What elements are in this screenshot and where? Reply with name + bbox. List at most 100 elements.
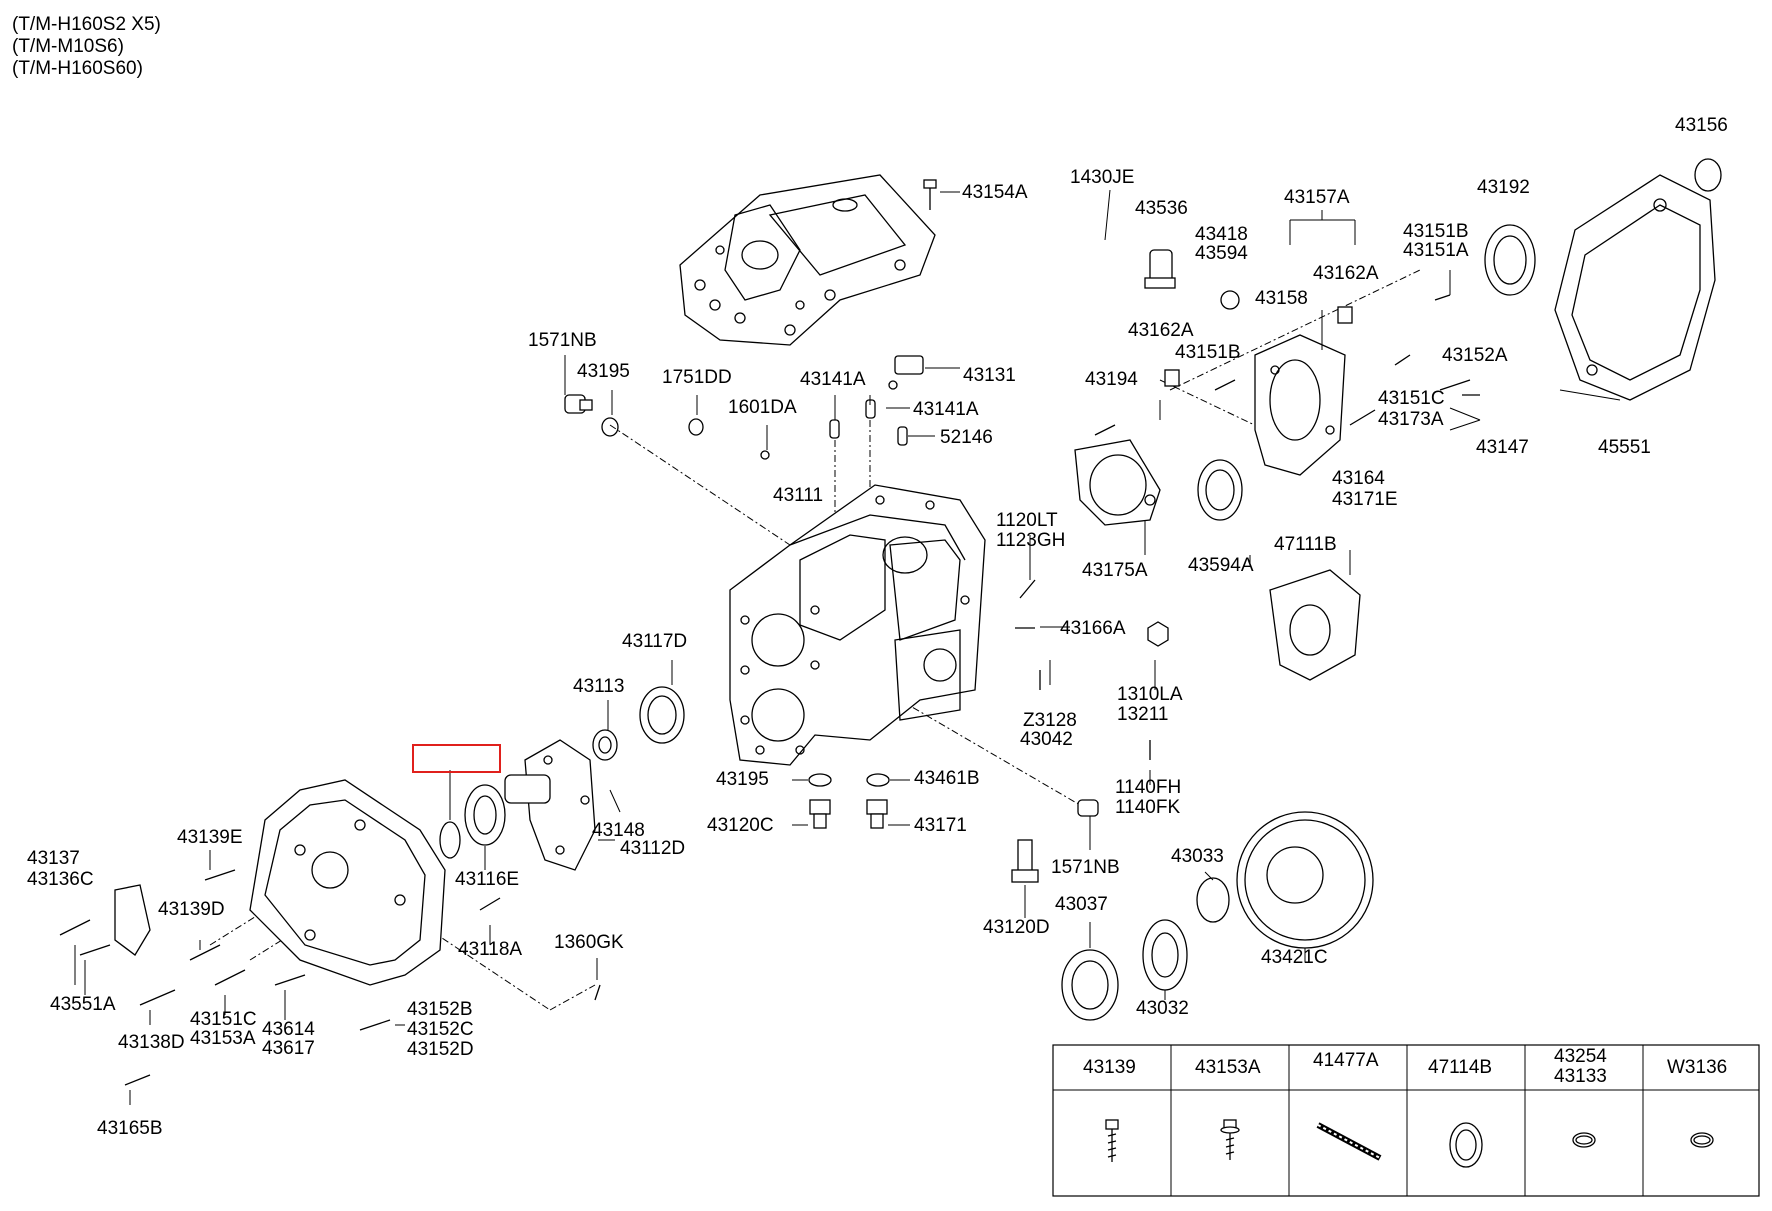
bolt-43154a[interactable]	[923, 179, 937, 210]
ball-1601da[interactable]	[760, 450, 770, 460]
nut-1310la[interactable]	[1147, 621, 1169, 647]
dowel-43141a-1[interactable]	[829, 419, 840, 439]
snap-ring-43033[interactable]	[1196, 877, 1230, 923]
callout-43152c: 43152C	[407, 1019, 474, 1040]
washer-43195[interactable]	[601, 417, 619, 437]
callout-43171e: 43171E	[1332, 489, 1398, 510]
callout-43151b: 43151B	[1403, 221, 1469, 242]
callout-43032: 43032	[1136, 998, 1189, 1019]
callout-43147: 43147	[1476, 437, 1529, 458]
spring-pin-icon	[1316, 1122, 1382, 1161]
plug-43120c[interactable]	[809, 799, 831, 829]
front-cover-43112d[interactable]	[504, 739, 596, 871]
callout-43536: 43536	[1135, 198, 1188, 219]
callout-43037: 43037	[1055, 894, 1108, 915]
callout-43131: 43131	[963, 365, 1016, 386]
gear-43421c[interactable]	[1236, 811, 1374, 949]
plug-1571nb-b[interactable]	[1077, 799, 1099, 817]
callout-1751dd: 1751DD	[662, 367, 732, 388]
callout-43137: 43137	[27, 848, 80, 869]
seal-43144a[interactable]	[439, 821, 461, 859]
plug-1571nb[interactable]	[564, 394, 593, 414]
callout-labels[interactable]: 43154A 1430JE 43536 43418 43594 43157A 4…	[27, 115, 1728, 1139]
callout-43113: 43113	[573, 676, 624, 697]
callout-43139d: 43139D	[158, 899, 225, 920]
callout-43614: 43614	[262, 1019, 315, 1040]
bearing-43032[interactable]	[1142, 919, 1188, 991]
seal-43116e[interactable]	[464, 784, 506, 846]
seal-43117d[interactable]	[639, 686, 685, 744]
callout-43139e: 43139E	[177, 827, 243, 848]
callout-43117d: 43117D	[622, 631, 687, 652]
legend-col-w3136: W3136	[1667, 1057, 1727, 1078]
bell-housing[interactable]	[249, 779, 446, 986]
seal-43594a[interactable]	[1197, 459, 1243, 521]
callout-43151c-b: 43151C	[190, 1009, 257, 1030]
callout-43136c: 43136C	[27, 869, 94, 890]
flange-bolt-icon	[1220, 1119, 1240, 1160]
callout-43173a: 43173A	[1378, 409, 1444, 430]
snap-ring-43156[interactable]	[1694, 158, 1722, 192]
callout-43195-b: 43195	[716, 769, 769, 790]
callout-43156: 43156	[1675, 115, 1728, 136]
plug-43162a[interactable]	[1337, 306, 1353, 324]
callout-43141a: 43141A	[800, 369, 866, 390]
pto-47111b[interactable]	[1269, 569, 1361, 681]
callout-43195: 43195	[577, 361, 630, 382]
callout-43154a: 43154A	[962, 182, 1028, 203]
legend-col-43139: 43139	[1083, 1057, 1136, 1078]
small-bolts[interactable]	[59, 294, 1480, 1086]
callout-43153a: 43153A	[190, 1028, 256, 1049]
seal-43192[interactable]	[1484, 224, 1536, 296]
callout-43152b: 43152B	[407, 999, 473, 1020]
model-label-3: (T/M-H160S60)	[12, 58, 143, 79]
pin-52146[interactable]	[897, 426, 908, 446]
bush-43418[interactable]	[1220, 290, 1240, 310]
extension-housing-43175a[interactable]	[1074, 439, 1161, 526]
callout-43148: 43148	[592, 820, 645, 841]
callout-43157a: 43157A	[1284, 187, 1350, 208]
shift-cover-assembly[interactable]	[679, 174, 936, 346]
bearing-43037[interactable]	[1061, 949, 1119, 1021]
transmission-case[interactable]	[729, 484, 986, 766]
callout-43120c: 43120C	[707, 815, 774, 836]
fork-43137[interactable]	[114, 884, 151, 956]
legend-col-43133: 43133	[1554, 1066, 1607, 1087]
transfer-case-45551[interactable]	[1554, 174, 1716, 401]
bolt-icon	[1105, 1119, 1119, 1162]
model-label-2: (T/M-M10S6)	[12, 36, 124, 57]
bolt-43120d[interactable]	[1011, 839, 1039, 883]
callout-1120lt: 1120LT	[996, 510, 1058, 531]
callout-1140fh: 1140FH	[1115, 777, 1181, 798]
callout-43418: 43418	[1195, 224, 1248, 245]
callout-43175a: 43175A	[1082, 560, 1148, 581]
ring-1751dd[interactable]	[688, 418, 704, 436]
seal-43113[interactable]	[592, 729, 618, 761]
callout-43042: 43042	[1020, 729, 1073, 750]
callout-43164: 43164	[1332, 468, 1385, 489]
callout-1123gh: 1123GH	[996, 530, 1065, 551]
plug-43171[interactable]	[866, 799, 888, 829]
washer-43461b[interactable]	[866, 773, 890, 787]
callout-43111: 43111	[773, 485, 823, 506]
legend-col-41477a: 41477A	[1313, 1050, 1379, 1071]
legend-col-43153a: 43153A	[1195, 1057, 1261, 1078]
callout-1430je: 1430JE	[1070, 167, 1134, 188]
plug-43162a-b[interactable]	[1164, 369, 1180, 387]
callout-43421c: 43421C	[1261, 947, 1328, 968]
callout-43594a: 43594A	[1188, 555, 1254, 576]
oil-seal-icon	[1449, 1122, 1483, 1168]
legend-col-43254: 43254	[1554, 1046, 1607, 1067]
speedo-sensor-43536[interactable]	[1144, 249, 1176, 289]
rear-cover-43158[interactable]	[1254, 334, 1346, 476]
legend-table: 43139 43153A 41477A 47114B 43254 43133 W…	[1052, 1044, 1760, 1197]
washer-43195-b[interactable]	[808, 773, 832, 787]
model-label-1: (T/M-H160S2 X5)	[12, 14, 161, 35]
callout-1601da: 1601DA	[728, 397, 797, 418]
callout-43118a: 43118A	[458, 939, 522, 960]
callout-43171: 43171	[914, 815, 967, 836]
callout-43192: 43192	[1477, 177, 1530, 198]
breather-43131[interactable]	[888, 355, 924, 390]
leader-lines	[74, 189, 1621, 1105]
callout-43617: 43617	[262, 1038, 315, 1059]
